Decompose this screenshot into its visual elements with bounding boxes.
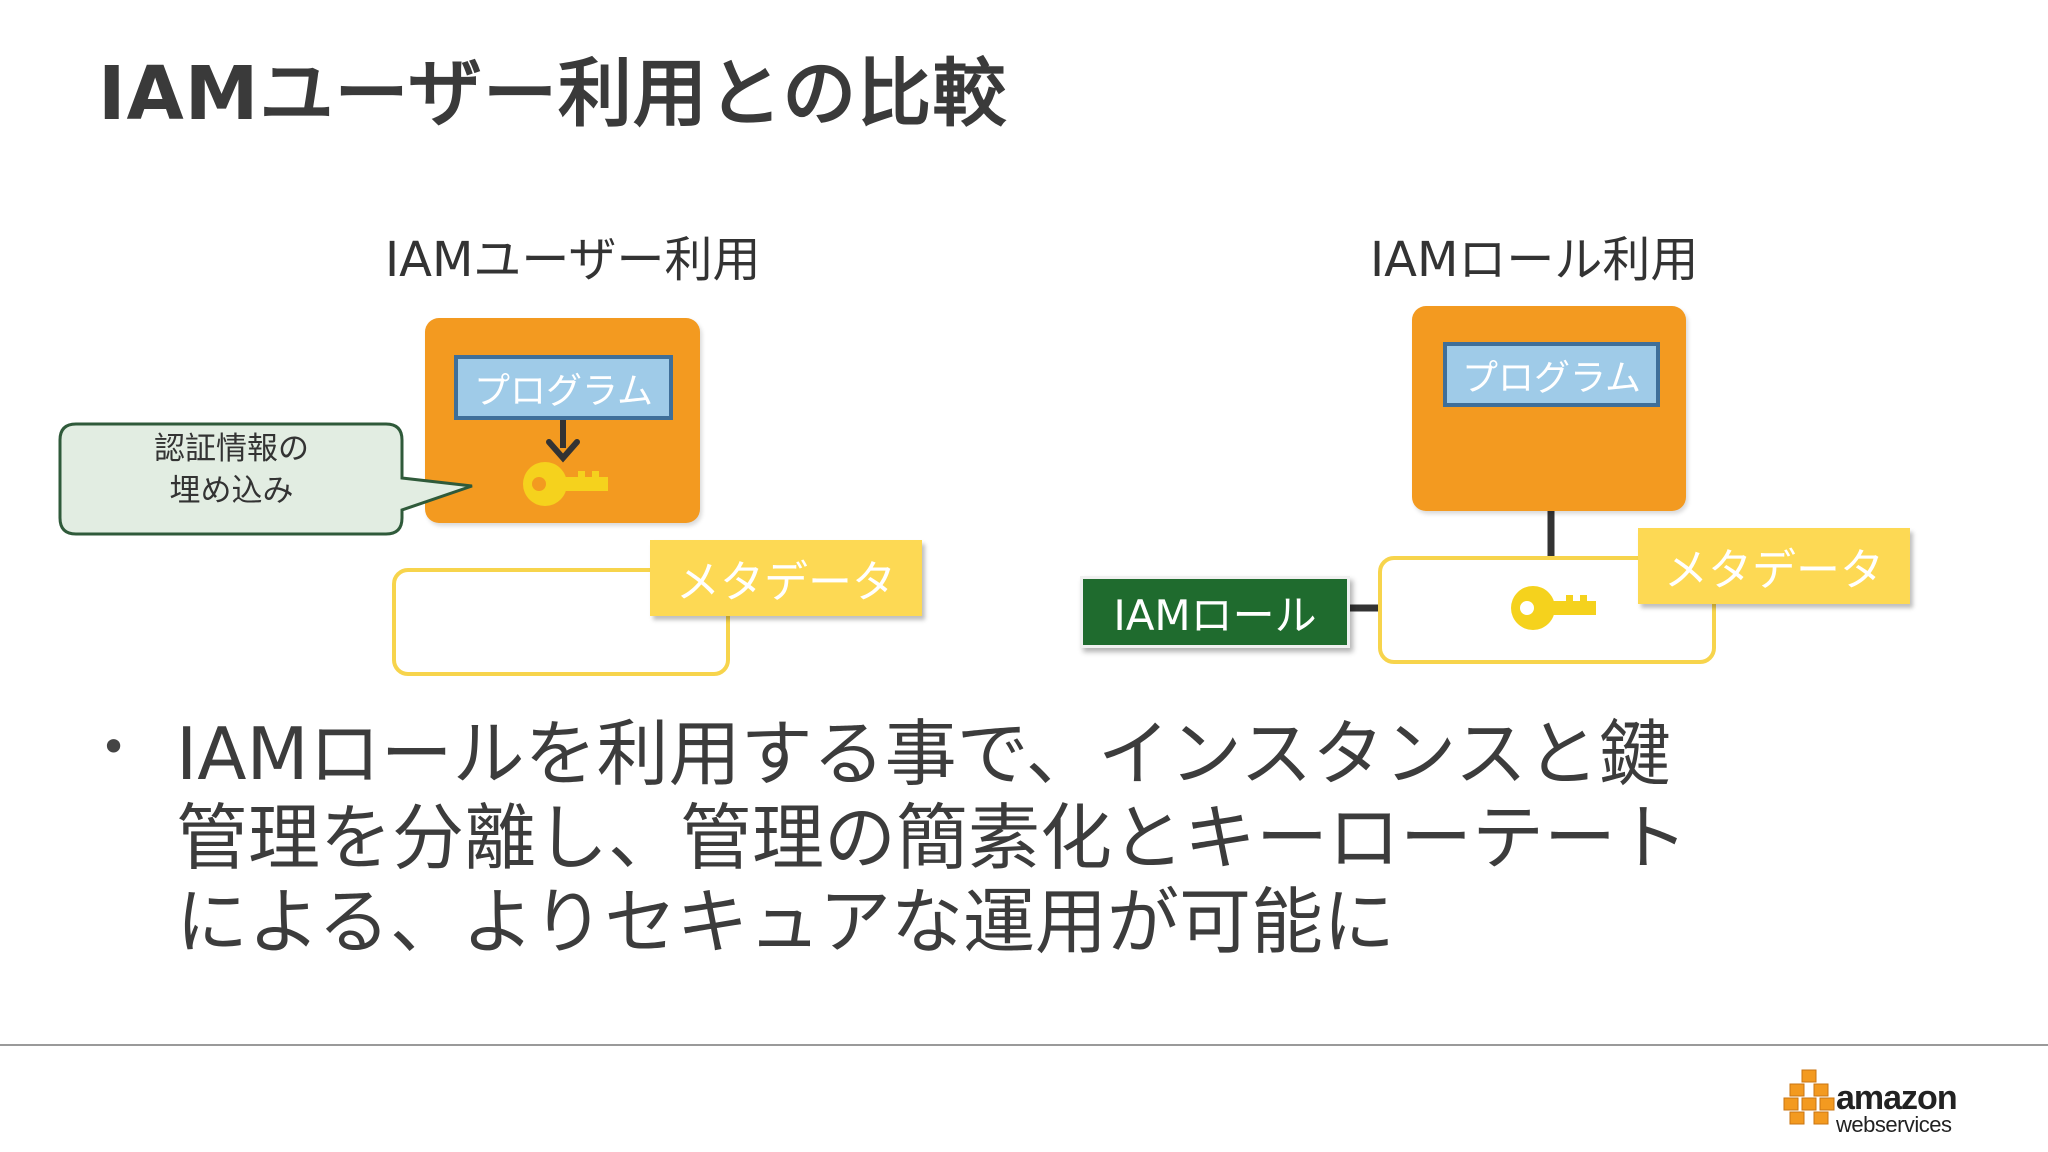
callout-text: 認証情報の 埋め込み bbox=[64, 428, 399, 512]
callout-line-1: 認証情報の bbox=[154, 431, 309, 467]
bullet-symbol: • bbox=[100, 720, 128, 774]
bullet-text: IAMロールを利用する事で、インスタンスと鍵 管理を分離し、管理の簡素化とキーロ… bbox=[176, 712, 1876, 964]
right-metadata-label: メタデータ bbox=[1638, 528, 1910, 604]
right-instance-box bbox=[1412, 306, 1686, 511]
left-heading: IAMユーザー利用 bbox=[385, 232, 761, 288]
callout-line-2: 埋め込み bbox=[169, 473, 294, 509]
callout-bubble bbox=[58, 422, 473, 536]
aws-logo-word2: webservices bbox=[1836, 1112, 1952, 1137]
left-program-box: プログラム bbox=[454, 355, 673, 420]
slide-title: IAMユーザー利用との比較 bbox=[98, 51, 1008, 137]
bullet-line-2: 管理を分離し、管理の簡素化とキーローテート bbox=[176, 796, 1689, 880]
right-program-box: プログラム bbox=[1443, 342, 1660, 407]
footer-divider bbox=[0, 1044, 2048, 1046]
bullet-line-3: による、よりセキュアな運用が可能に bbox=[176, 880, 1395, 964]
left-metadata-label: メタデータ bbox=[650, 540, 922, 616]
left-key-icon bbox=[523, 462, 608, 506]
aws-cubes-icon bbox=[1783, 1069, 1835, 1125]
aws-logo-word1: amazon bbox=[1836, 1079, 1958, 1117]
iam-role-box: IAMロール bbox=[1080, 576, 1350, 648]
bullet-line-1: IAMロールを利用する事で、インスタンスと鍵 bbox=[176, 712, 1671, 796]
right-key-icon bbox=[1511, 586, 1596, 630]
aws-logo: amazon webservices bbox=[1836, 1079, 1958, 1137]
right-heading: IAMロール利用 bbox=[1370, 232, 1699, 288]
